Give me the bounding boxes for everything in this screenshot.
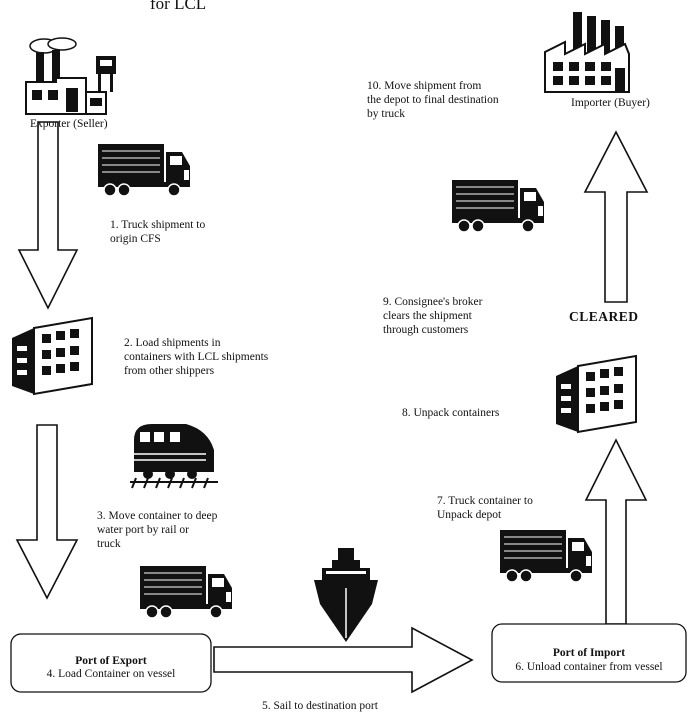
step-7-label: 7. Truck container to Unpack depot [437, 495, 533, 521]
cleared-status: CLEARED [569, 309, 639, 324]
importer-label: Importer (Buyer) [571, 97, 650, 109]
importer-factory-icon [544, 12, 630, 93]
step-5-label: 5. Sail to destination port [262, 700, 378, 712]
step-8-label: 8. Unpack containers [402, 407, 500, 419]
truck-icon-step3 [139, 565, 233, 619]
train-icon [130, 424, 218, 489]
truck-icon-step1 [97, 143, 191, 197]
ship-icon [314, 548, 378, 642]
exporter-label: Exporter (Seller) [30, 118, 108, 130]
port-of-export-title: Port of Export [75, 655, 147, 667]
port-of-import-step: 6. Unload container from vessel [515, 661, 663, 673]
arrow-right [213, 626, 474, 694]
truck-icon-step7 [499, 529, 593, 583]
arrow-up-lower [584, 438, 648, 625]
step-3-label: 3. Move container to deep water port by … [97, 510, 218, 550]
port-of-import-title: Port of Import [552, 647, 626, 659]
page-title-fragment: for LCL [150, 0, 207, 13]
arrow-down-lower [15, 424, 79, 600]
truck-icon-step10 [451, 179, 545, 233]
port-of-export-box [10, 633, 212, 693]
port-of-export-step: 4. Load Container on vessel [46, 668, 176, 680]
step-10-label: 10. Move shipment from the depot to fina… [367, 80, 499, 120]
arrow-down-upper [17, 121, 79, 310]
step-2-label: 2. Load shipments in containers with LCL… [124, 337, 269, 377]
step-1-label: 1. Truck shipment to origin CFS [110, 219, 206, 245]
port-of-import-box [491, 623, 687, 683]
warehouse-icon-origin [11, 317, 93, 395]
step-9-label: 9. Consignee's broker clears the shipmen… [383, 296, 483, 336]
exporter-factory-icon [25, 37, 116, 115]
arrow-up-upper [583, 130, 649, 303]
warehouse-icon-destination [555, 355, 637, 433]
